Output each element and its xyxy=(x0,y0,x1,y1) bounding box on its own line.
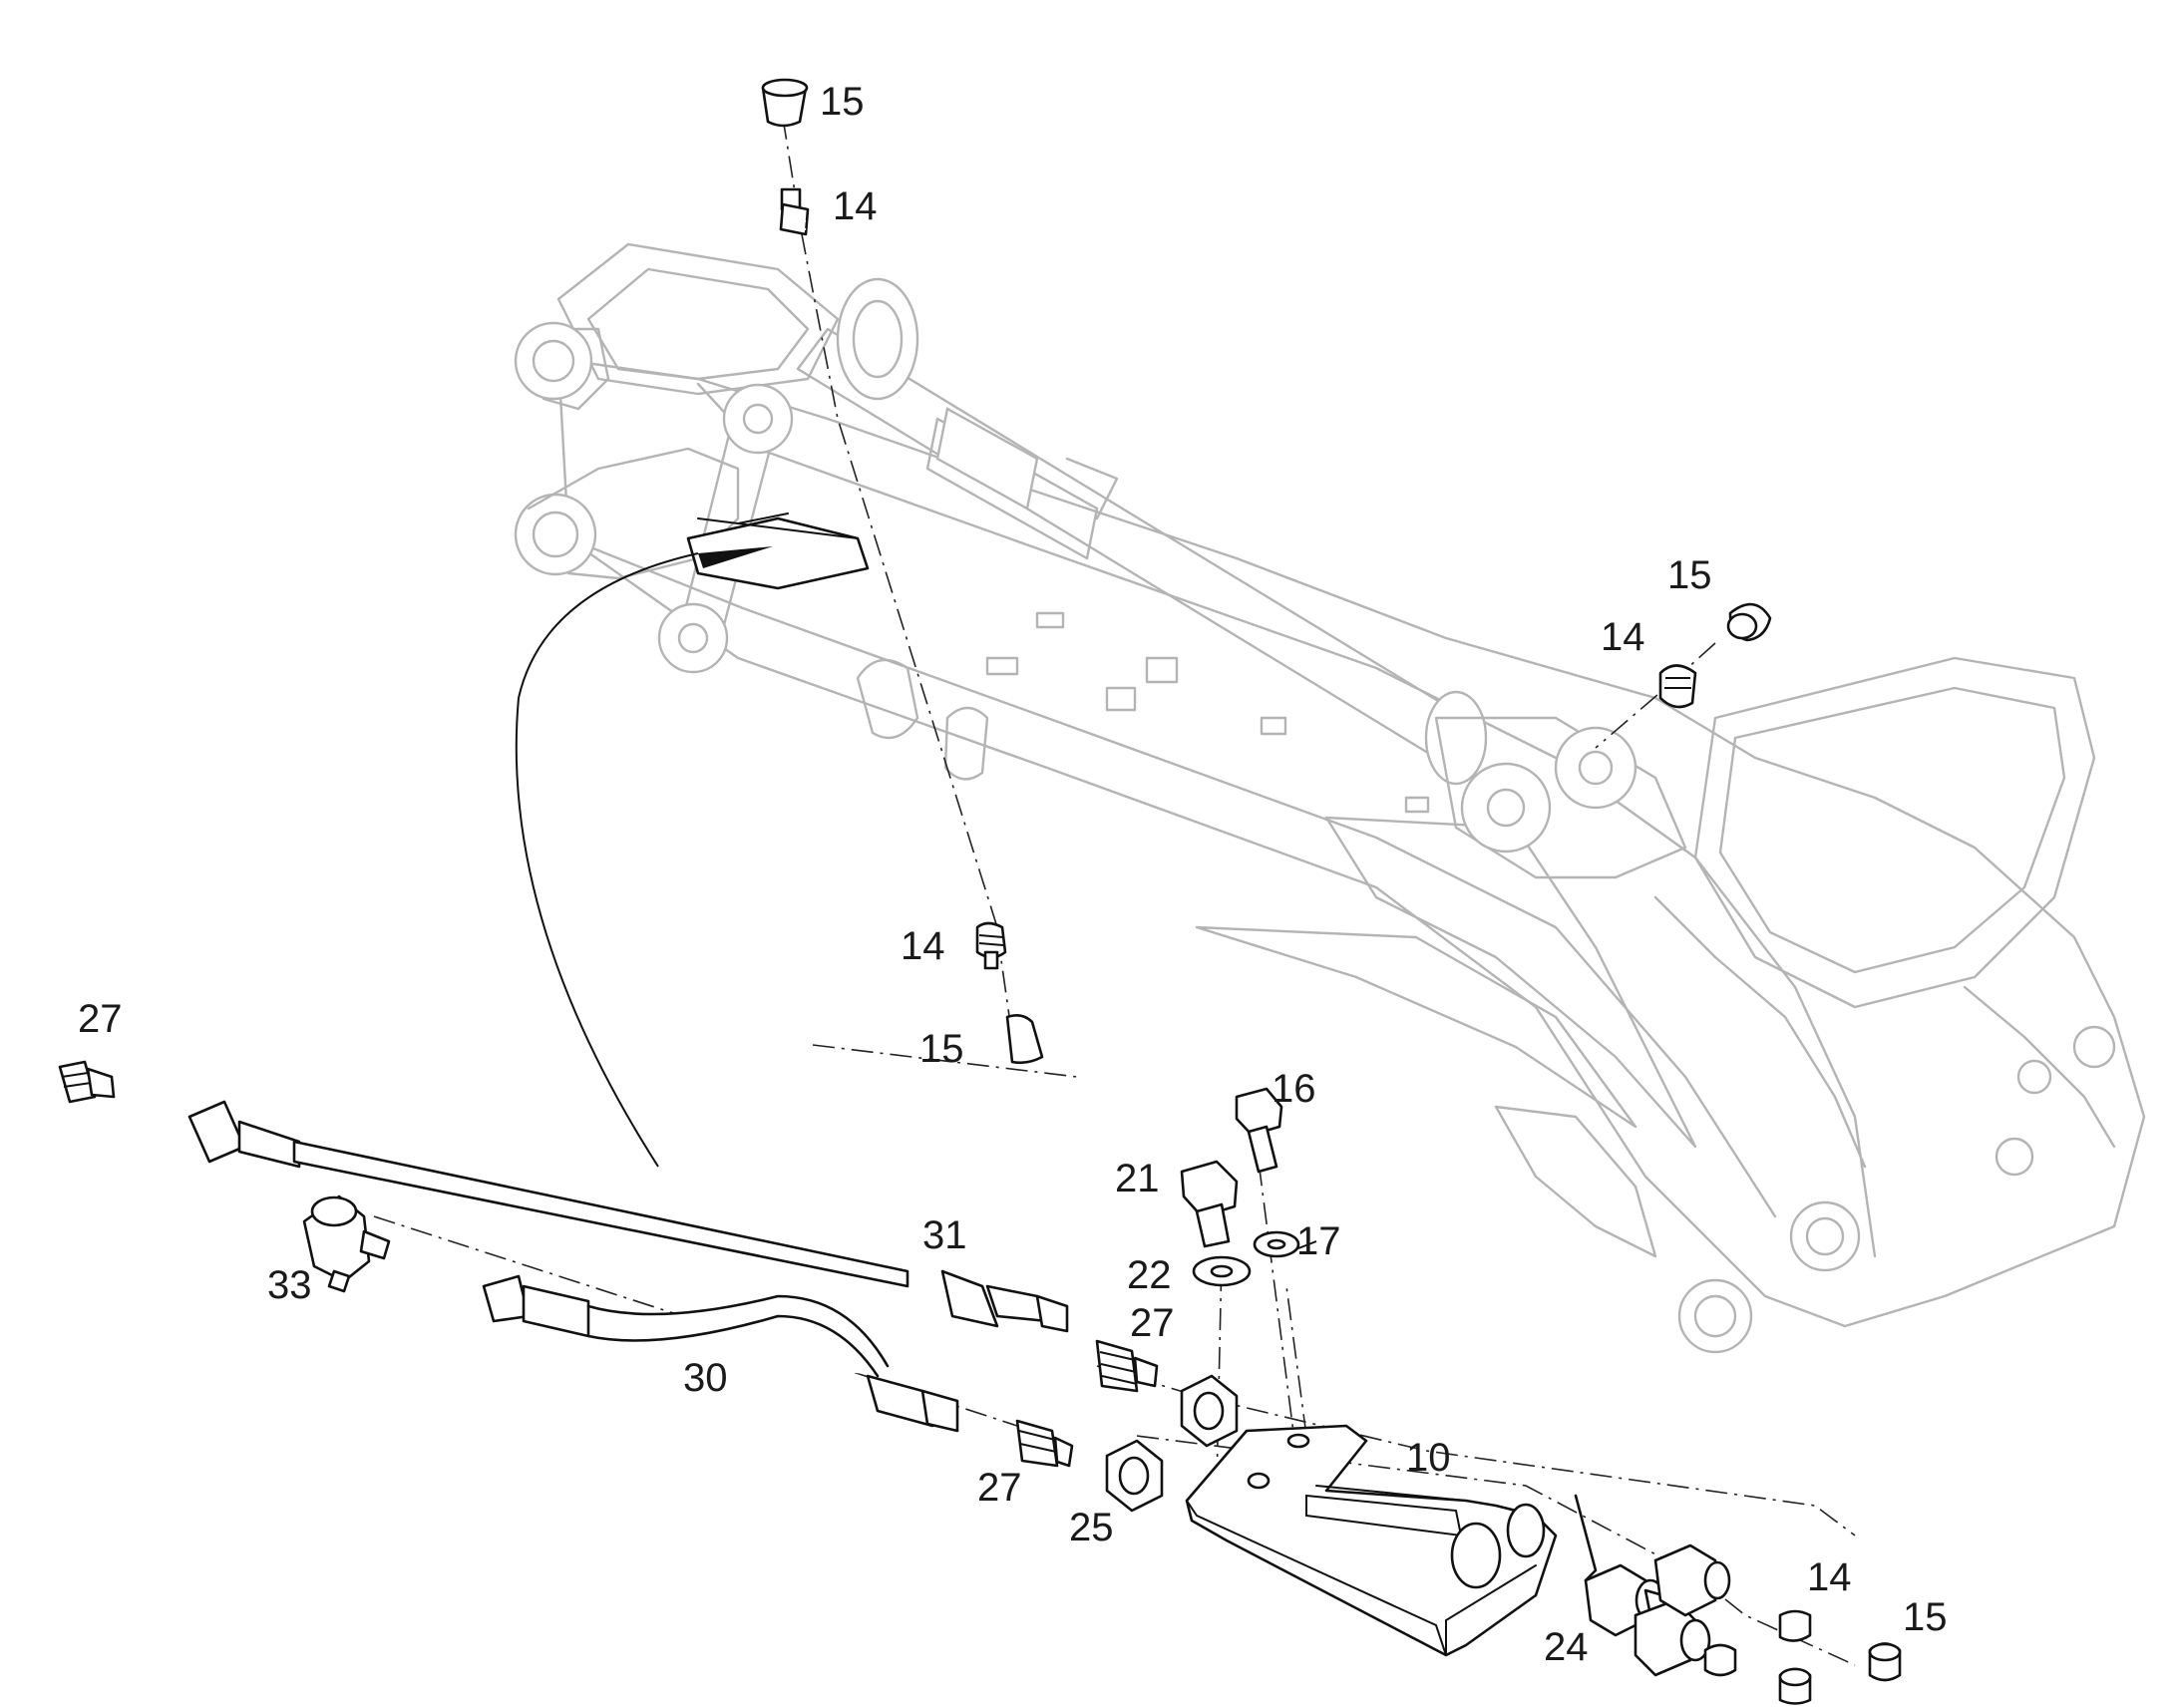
bolt-16 xyxy=(1235,1087,1283,1174)
grease-nipple-14-lower-right xyxy=(1778,1609,1812,1642)
hose-30 xyxy=(482,1274,959,1433)
grease-nipple-14-middle xyxy=(975,921,1007,970)
cap-15-lower-right xyxy=(1868,1642,1902,1682)
bracket-10 xyxy=(1185,1424,1558,1657)
routing-line xyxy=(515,552,699,1168)
cap-15-top xyxy=(761,78,809,128)
callout-15: 15 xyxy=(1903,1595,1948,1639)
callout-15: 15 xyxy=(820,80,865,124)
callout-33: 33 xyxy=(267,1263,312,1307)
leader-17 xyxy=(1297,1240,1317,1249)
callout-16: 16 xyxy=(1272,1067,1316,1111)
callout-14: 14 xyxy=(1601,615,1645,659)
callout-27: 27 xyxy=(1130,1301,1175,1345)
nut-upper xyxy=(1180,1374,1239,1448)
callout-17: 17 xyxy=(1296,1219,1341,1263)
callout-15: 15 xyxy=(1667,553,1712,597)
callout-22: 22 xyxy=(1127,1253,1172,1297)
callout-21: 21 xyxy=(1115,1157,1160,1200)
grease-nipple-14-right xyxy=(1658,664,1697,709)
fitting-27-lower xyxy=(1015,1419,1074,1468)
bulkhead-fitting-24-b xyxy=(1574,1494,1711,1677)
cap-15-right xyxy=(1726,602,1772,642)
boom-assembly xyxy=(514,242,2146,1354)
bolt-21 xyxy=(1180,1160,1239,1248)
grease-nipple-14-top xyxy=(779,187,810,236)
hose-31 xyxy=(187,1100,1069,1333)
callout-31: 31 xyxy=(922,1213,967,1257)
callout-14: 14 xyxy=(901,924,945,968)
callout-15: 15 xyxy=(919,1027,964,1071)
cap-15-middle xyxy=(1005,1014,1044,1065)
callout-25: 25 xyxy=(1069,1506,1114,1549)
callout-24: 24 xyxy=(1544,1625,1589,1669)
routing-arrow-head xyxy=(698,546,773,568)
callout-27: 27 xyxy=(977,1466,1022,1510)
callout-14: 14 xyxy=(1807,1555,1852,1599)
callout-14: 14 xyxy=(833,184,878,228)
cap-15-bottom xyxy=(1778,1667,1812,1705)
bulkhead-fitting-24-c xyxy=(1653,1543,1731,1617)
callout-10: 10 xyxy=(1406,1436,1451,1480)
fitting-27-left xyxy=(58,1060,116,1104)
center-lines xyxy=(373,117,1856,1666)
elbow-33 xyxy=(302,1195,391,1293)
washer-17 xyxy=(1253,1230,1300,1258)
grease-nipple-14-bottom xyxy=(1703,1643,1737,1677)
fitting-27-upper xyxy=(1095,1339,1159,1393)
callout-27: 27 xyxy=(78,997,123,1041)
washer-22 xyxy=(1192,1255,1252,1287)
callout-labels: 15 14 15 14 14 15 27 16 21 31 17 22 27 3… xyxy=(78,80,1948,1669)
nut-25 xyxy=(1105,1439,1164,1513)
callout-30: 30 xyxy=(683,1356,728,1400)
